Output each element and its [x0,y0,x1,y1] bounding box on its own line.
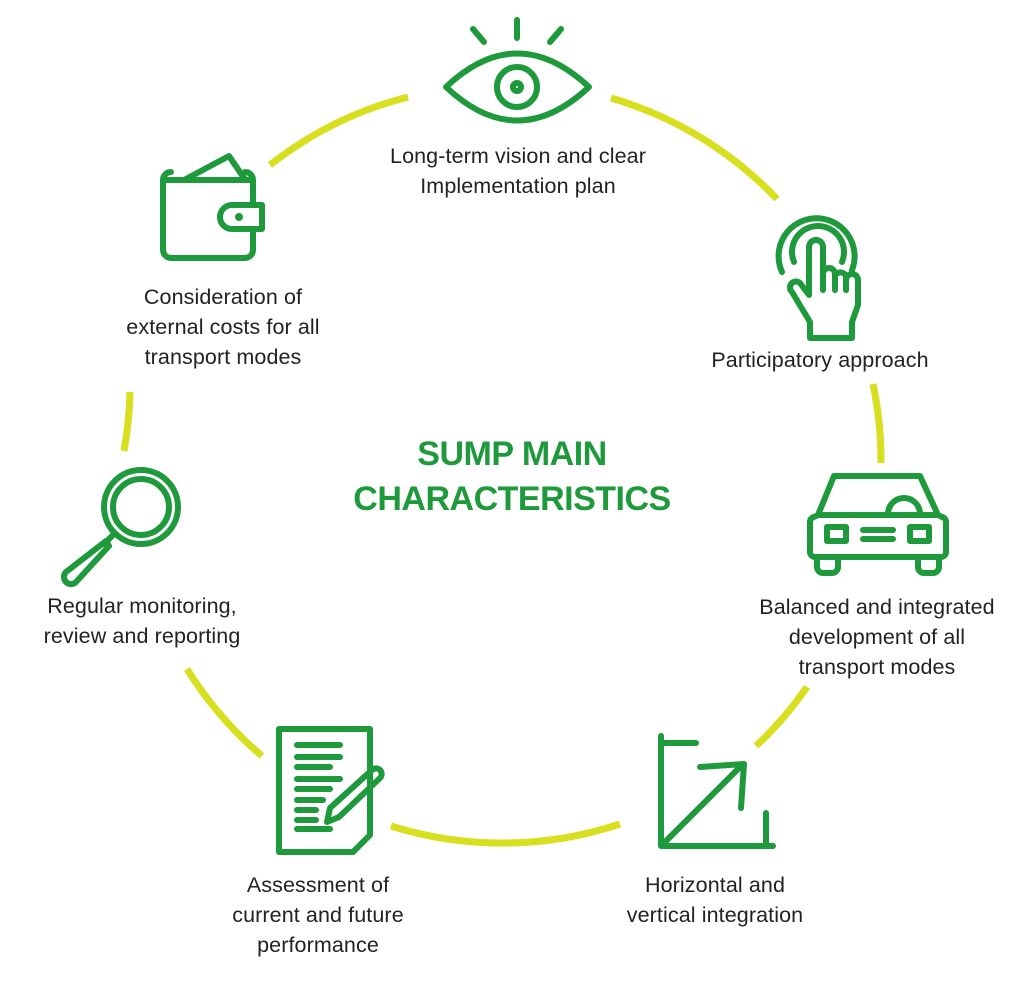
label-external-costs-line-2: external costs for all [126,315,320,339]
label-vision: Long-term vision and clear Implementatio… [318,141,718,201]
arc-integration-to-assessment [389,820,622,847]
label-external-costs-line-1: Consideration of [143,285,303,309]
arc-vision-to-participatory [610,94,780,202]
label-participatory: Participatory approach [680,345,960,375]
label-balanced: Balanced and integrated development of a… [727,592,1024,682]
title-line-2: CHARACTERISTICS [353,480,671,518]
arc-participatory-to-balanced [869,383,885,464]
label-assessment-line-3: performance [257,933,379,957]
label-participatory-line-1: Participatory approach [711,348,929,372]
label-monitoring-line-2: review and reporting [43,624,241,648]
diagram-title: SUMP MAIN CHARACTERISTICS [312,432,712,522]
label-monitoring-line-1: Regular monitoring, [47,594,237,618]
touch-hand-icon [775,215,861,341]
arc-monitoring-to-costs [120,391,134,452]
arc-assessment-to-monitoring [184,667,265,759]
label-balanced-line-3: transport modes [798,655,956,679]
label-vision-line-2: Implementation plan [420,174,616,198]
label-assessment-line-2: current and future [232,903,404,927]
arc-costs-to-vision [267,93,409,168]
magnifier-icon [60,467,181,588]
label-integration-line-1: Horizontal and [644,873,786,897]
label-monitoring: Regular monitoring, review and reporting [12,591,272,651]
label-balanced-line-1: Balanced and integrated [759,595,995,619]
label-integration-line-2: vertical integration [626,903,804,927]
title-line-1: SUMP MAIN [417,435,607,473]
label-integration: Horizontal and vertical integration [580,870,850,930]
label-external-costs-line-3: transport modes [144,345,302,369]
label-assessment: Assessment of current and future perform… [183,870,453,960]
label-balanced-line-2: development of all [788,625,966,649]
cycle-ring [120,93,885,847]
car-icon [807,473,949,576]
label-external-costs: Consideration of external costs for all … [88,282,358,372]
document-pen-icon [276,726,385,855]
label-vision-line-1: Long-term vision and clear [390,144,646,168]
arc-balanced-to-integration [753,685,810,749]
label-assessment-line-1: Assessment of [246,873,390,897]
expand-arrow-icon [658,733,776,849]
eye-icon [443,17,592,124]
wallet-icon [160,153,265,261]
